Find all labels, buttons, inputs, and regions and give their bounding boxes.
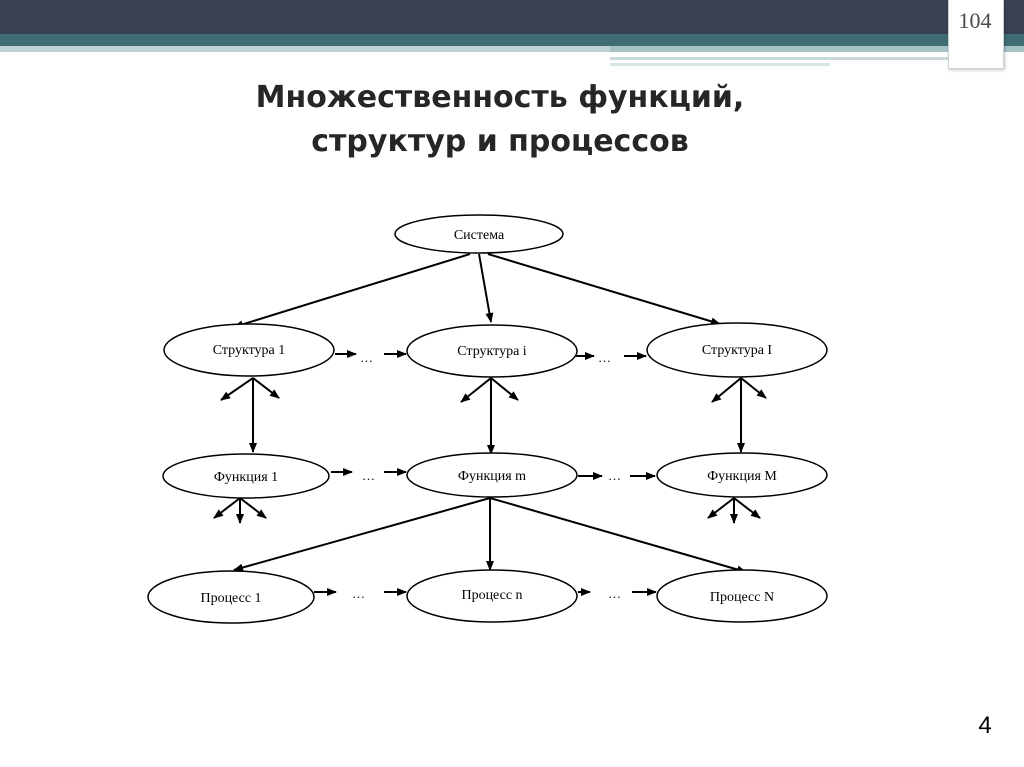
edge (740, 377, 767, 399)
node-function-M-label: Функция M (707, 469, 777, 484)
function-side-arrows (213, 497, 761, 524)
node-structure-i-label: Структура i (457, 344, 527, 359)
structure-row-connectors (335, 350, 647, 360)
title-line-2: структур и процессов (311, 124, 689, 159)
node-system: Система (394, 214, 564, 254)
node-process-n-label: Процесс n (461, 588, 522, 603)
edge (213, 497, 241, 519)
edge (707, 497, 735, 519)
edge (233, 497, 491, 572)
edges-function-to-processes (233, 497, 747, 574)
header-light-stripe (610, 46, 1024, 52)
edge (490, 377, 519, 401)
edge (489, 497, 747, 574)
header-thin-stripe (610, 63, 830, 66)
function-row-connectors (331, 468, 656, 480)
node-function-m-label: Функция m (458, 469, 526, 484)
edge (460, 377, 492, 403)
edge (239, 497, 267, 519)
ellipsis-structures-right: … (598, 350, 611, 365)
ellipsis-processes-left: … (352, 586, 365, 601)
node-process-1: Процесс 1 (147, 570, 315, 624)
node-structure-i: Структура i (406, 324, 578, 378)
header-thin-stripe (610, 57, 950, 60)
edge (711, 377, 742, 403)
title-line-1: Множественность функций, (255, 80, 745, 115)
node-structure-I: Структура I (646, 322, 828, 378)
node-process-n: Процесс n (406, 569, 578, 623)
node-function-M: Функция M (656, 452, 828, 498)
node-process-N-label: Процесс N (710, 590, 774, 605)
slide-number: 104 (958, 8, 992, 33)
edge (733, 497, 761, 519)
ellipsis-functions-right: … (608, 468, 621, 483)
edge (252, 377, 280, 399)
ellipsis-processes-right: … (608, 586, 621, 601)
header-teal-band (0, 34, 1024, 46)
footer-page-number: 4 (978, 712, 992, 739)
slide-title: Множественность функций, структур и проц… (0, 76, 1000, 164)
edges-structures-to-functions (220, 377, 767, 455)
node-function-1-label: Функция 1 (214, 470, 278, 485)
node-function-m: Функция m (406, 452, 578, 498)
node-structure-1: Структура 1 (163, 323, 335, 377)
node-process-1-label: Процесс 1 (200, 591, 261, 606)
edge (220, 377, 254, 401)
ellipsis-structures-left: … (360, 350, 373, 365)
edge (233, 253, 471, 329)
node-system-label: Система (454, 228, 505, 243)
node-structure-I-label: Структура I (702, 343, 773, 358)
header-light-stripe (0, 46, 610, 52)
ellipsis-functions-left: … (362, 468, 375, 483)
slide-number-badge (948, 0, 1004, 69)
header-dark-band (0, 0, 1024, 34)
node-structure-1-label: Структура 1 (213, 343, 286, 358)
node-process-N: Процесс N (656, 569, 828, 623)
edge (478, 253, 494, 323)
node-function-1: Функция 1 (162, 453, 330, 499)
edge (487, 253, 721, 326)
edges-system-to-structures (233, 253, 721, 329)
